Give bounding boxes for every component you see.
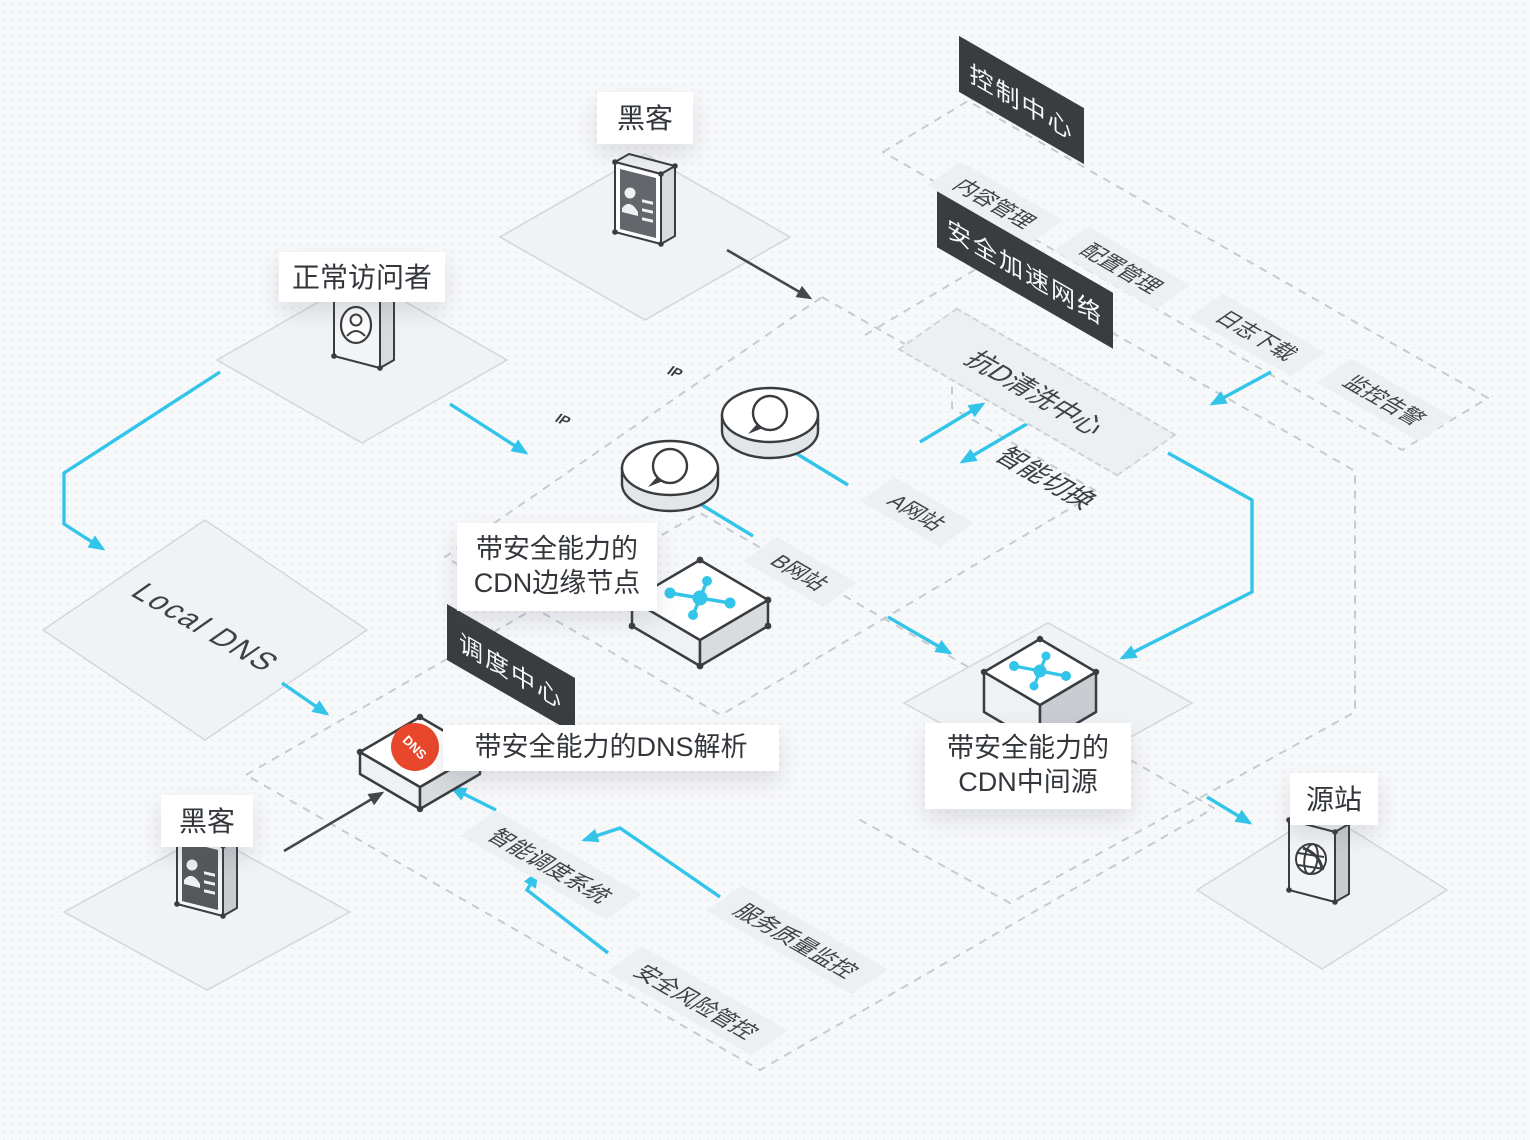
svg-text:IP: IP <box>552 411 574 429</box>
link-dispatch-to-dns <box>449 786 497 812</box>
network-hub-icon <box>1009 651 1071 691</box>
origin-card-icon <box>1286 811 1350 905</box>
link-visitor-to-edge <box>449 402 529 455</box>
region-control-center <box>882 100 1489 451</box>
hacker-bottom-tag: 黑客 <box>161 795 253 847</box>
link-control-to-network <box>1209 370 1272 406</box>
visitor-tag: 正常访问者 <box>279 252 445 302</box>
link-localdns-to-dns <box>281 681 330 716</box>
edge-node-line1: 带安全能力的 <box>476 534 638 565</box>
link-visitor-to-localdns <box>62 370 221 551</box>
network-hub-icon <box>664 576 736 620</box>
hacker-top-tag: 黑客 <box>597 92 693 144</box>
mid-source-tag: 带安全能力的 CDN中间源 <box>925 723 1131 809</box>
globe-icon <box>1295 843 1327 875</box>
region-secure-network <box>852 261 1356 904</box>
ip-disc-icon-1: IP <box>552 411 720 513</box>
link-hacker-top-attack <box>726 248 813 300</box>
link-midsource-to-origin <box>1206 795 1253 825</box>
origin-tag: 源站 <box>1290 773 1378 825</box>
platforms <box>41 153 1449 991</box>
dns-resolver-tag: 带安全能力的DNS解析 <box>443 725 779 771</box>
edge-node-line2: CDN边缘节点 <box>473 568 641 598</box>
mid-source-line2: CDN中间源 <box>958 767 1098 797</box>
ip-disc-icon-2: IP <box>664 364 820 460</box>
link-edge-to-midsource <box>887 615 953 655</box>
svg-text:IP: IP <box>664 364 686 382</box>
link-site-to-antiddos <box>919 402 986 444</box>
edge-node-tag: 带安全能力的 CDN边缘节点 <box>457 523 657 611</box>
attack-links <box>283 248 813 853</box>
mid-source-line1: 带安全能力的 <box>947 733 1109 764</box>
region-websites <box>444 296 1099 716</box>
hacker-card-icon-top <box>612 153 678 247</box>
link-antiddos-to-midsource <box>1119 451 1254 660</box>
link-antiddos-switch-back <box>959 420 1031 464</box>
dns-red-badge <box>391 723 439 771</box>
link-qos-to-dispatch <box>581 826 721 899</box>
cdn-edge-node-cube <box>628 556 772 670</box>
link-hacker-bottom-attack <box>283 791 385 853</box>
